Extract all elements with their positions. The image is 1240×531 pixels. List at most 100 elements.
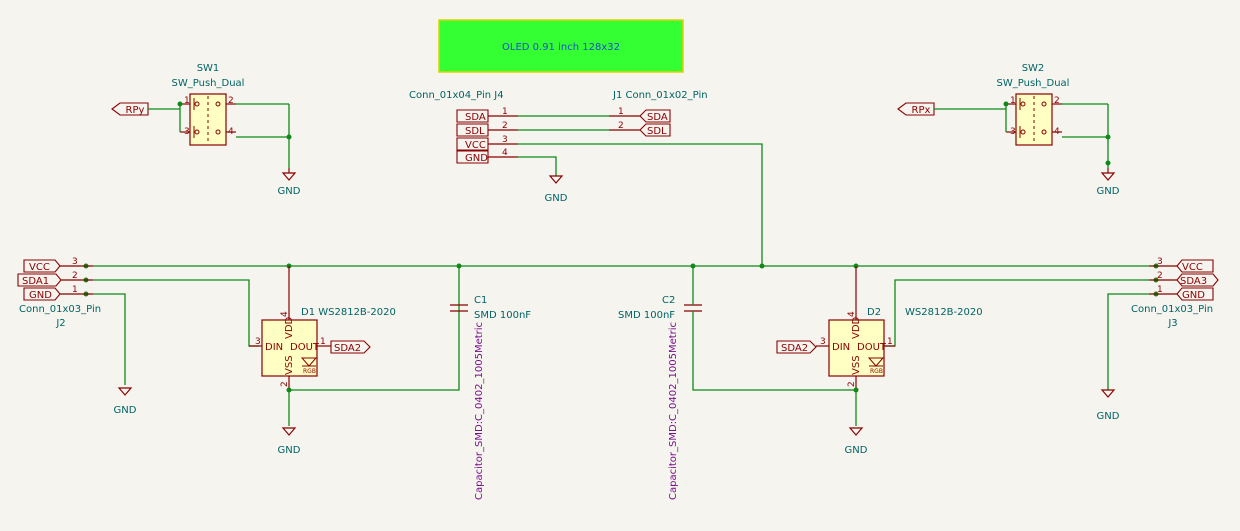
svg-text:2: 2: [847, 381, 857, 387]
sw1-ref: SW1: [197, 63, 220, 74]
svg-text:VCC: VCC: [29, 262, 50, 273]
sw1-pin4: 4: [228, 127, 234, 137]
sw2-pin3: 3: [1010, 127, 1016, 137]
oled-note-text: OLED 0.91 inch 128x32: [502, 42, 620, 53]
sw2-pin2: 2: [1054, 96, 1060, 106]
svg-text:SDA1: SDA1: [22, 276, 49, 287]
led-d1[interactable]: D1 WS2812B-2020 4 3 1 2 DIN DOUT VDD VSS…: [249, 266, 396, 390]
label-rpx[interactable]: RPx: [897, 102, 935, 116]
svg-text:RPx: RPx: [912, 105, 931, 116]
svg-text:SDL: SDL: [465, 126, 485, 137]
svg-text:2: 2: [502, 121, 508, 131]
svg-text:VSS: VSS: [284, 355, 295, 375]
connector-j4[interactable]: Conn_01x04_Pin J4 SDA SDL VCC GND 1 2 3 …: [409, 90, 518, 164]
svg-text:SDA: SDA: [647, 112, 668, 123]
gnd-symbol-d2: GND: [845, 427, 868, 456]
j2-ref: J2: [55, 318, 65, 329]
svg-text:VDD: VDD: [851, 316, 862, 339]
sw1-value: SW_Push_Dual: [172, 78, 245, 89]
svg-text:GND: GND: [465, 153, 488, 164]
label-rpy[interactable]: RPy: [111, 102, 149, 116]
gnd-symbol-sw2: GND: [1097, 168, 1120, 197]
svg-text:SDA3: SDA3: [1180, 276, 1207, 287]
switch-sw2[interactable]: SW2 SW_Push_Dual 1 2 3 4: [997, 63, 1070, 146]
j3-value: Conn_01x03_Pin: [1131, 304, 1213, 315]
connector-j1[interactable]: J1 Conn_01x02_Pin 1 2 SDA SDL: [609, 90, 708, 137]
svg-text:4: 4: [502, 148, 508, 158]
label-sda2-d1[interactable]: SDA2: [330, 340, 371, 354]
svg-text:VCC: VCC: [1182, 262, 1203, 273]
svg-text:3: 3: [72, 257, 78, 267]
svg-text:GND: GND: [1097, 411, 1120, 422]
led-d2[interactable]: D2 WS2812B-2020 4 3 1 2 DIN DOUT VDD VSS…: [816, 266, 983, 390]
svg-text:GND: GND: [114, 405, 137, 416]
svg-text:RGB: RGB: [870, 368, 883, 375]
c2-ref: C2: [662, 295, 675, 306]
gnd-symbol-j2: GND: [114, 387, 137, 416]
svg-text:VDD: VDD: [284, 316, 295, 339]
capacitor-c1[interactable]: C1 SMD 100nF Capacitor_SMD:C_0402_1005Me…: [450, 295, 531, 500]
svg-text:3: 3: [502, 135, 508, 145]
svg-text:DIN: DIN: [832, 342, 850, 353]
svg-text:1: 1: [72, 285, 78, 295]
svg-text:SDA2: SDA2: [781, 343, 808, 354]
connector-j2[interactable]: VCC SDA1 GND 3 2 1 Conn_01x03_Pin J2: [17, 257, 101, 329]
sw1-pin3: 3: [184, 127, 190, 137]
svg-text:GND: GND: [845, 445, 868, 456]
c1-ref: C1: [474, 295, 487, 306]
c2-value: SMD 100nF: [618, 310, 675, 321]
svg-text:RGB: RGB: [303, 368, 316, 375]
sw2-value: SW_Push_Dual: [997, 78, 1070, 89]
svg-text:GND: GND: [545, 193, 568, 204]
svg-text:3: 3: [255, 337, 261, 347]
svg-text:3: 3: [1157, 257, 1163, 267]
capacitor-c2[interactable]: C2 SMD 100nF Capacitor_SMD:C_0402_1005Me…: [618, 295, 702, 500]
switch-sw1[interactable]: SW1 SW_Push_Dual 1 2 3 4: [172, 63, 245, 146]
oled-note: OLED 0.91 inch 128x32: [438, 19, 684, 73]
svg-text:VSS: VSS: [851, 355, 862, 375]
svg-text:GND: GND: [278, 445, 301, 456]
sw2-pin4: 4: [1054, 127, 1060, 137]
svg-text:DOUT: DOUT: [290, 342, 320, 353]
gnd-symbol-sw1: GND: [278, 168, 301, 197]
svg-text:SDA2: SDA2: [334, 343, 361, 354]
c1-footprint: Capacitor_SMD:C_0402_1005Metric: [474, 322, 485, 500]
svg-text:RPy: RPy: [126, 105, 145, 116]
sw2-pin1: 1: [1010, 96, 1016, 106]
svg-text:1: 1: [887, 337, 893, 347]
svg-text:1: 1: [1157, 285, 1163, 295]
svg-text:GND: GND: [29, 290, 52, 301]
svg-text:3: 3: [820, 337, 826, 347]
svg-text:VCC: VCC: [465, 140, 486, 151]
c2-footprint: Capacitor_SMD:C_0402_1005Metric: [668, 322, 679, 500]
svg-text:DIN: DIN: [265, 342, 283, 353]
svg-text:SDA: SDA: [465, 112, 486, 123]
svg-text:2: 2: [72, 271, 78, 281]
svg-text:GND: GND: [278, 186, 301, 197]
svg-text:GND: GND: [1182, 290, 1205, 301]
svg-text:4: 4: [280, 311, 290, 317]
sw1-pin2: 2: [228, 96, 234, 106]
j2-value: Conn_01x03_Pin: [19, 304, 101, 315]
svg-text:2: 2: [1157, 271, 1163, 281]
j3-ref: J3: [1167, 318, 1177, 329]
connector-j3[interactable]: 3 2 1 VCC SDA3 GND Conn_01x03_Pin J3: [1131, 257, 1219, 329]
label-sda2-d2[interactable]: SDA2: [776, 340, 817, 354]
svg-text:DOUT: DOUT: [857, 342, 887, 353]
gnd-symbol-j4: GND: [545, 175, 568, 204]
svg-text:2: 2: [280, 381, 290, 387]
gnd-symbol-d1: GND: [278, 427, 301, 456]
svg-text:1: 1: [502, 107, 508, 117]
j4-title: Conn_01x04_Pin J4: [409, 90, 504, 101]
sw2-ref: SW2: [1022, 63, 1045, 74]
svg-text:2: 2: [618, 121, 624, 131]
svg-text:GND: GND: [1097, 186, 1120, 197]
svg-text:1: 1: [320, 337, 326, 347]
d2-value: WS2812B-2020: [905, 307, 983, 318]
svg-text:4: 4: [847, 311, 857, 317]
svg-text:1: 1: [618, 107, 624, 117]
c1-value: SMD 100nF: [474, 310, 531, 321]
sw1-pin1: 1: [184, 96, 190, 106]
svg-text:SDL: SDL: [647, 126, 667, 137]
